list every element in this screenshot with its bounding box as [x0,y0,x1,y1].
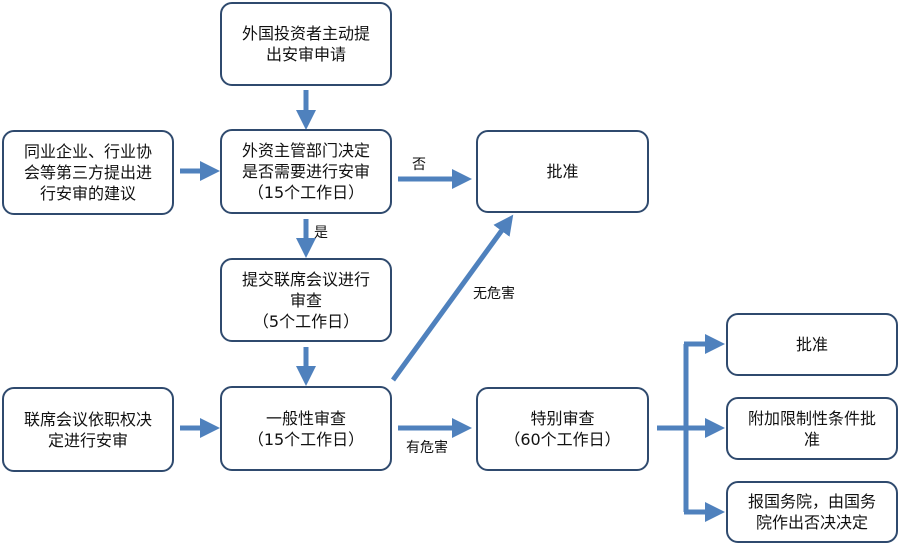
node-third-party-suggest: 同业企业、行业协 会等第三方提出进 行安审的建议 [2,130,174,215]
arrow-general-to-approve [390,214,514,382]
node-approve-right: 批准 [726,313,898,376]
node-report-state-council: 报国务院，由国务 院作出否决决定 [726,481,898,543]
node-submit-joint-review: 提交联席会议进行 审查 （5个工作日） [220,258,392,342]
node-foreign-investor-apply: 外国投资者主动提 出安审申请 [220,2,392,86]
edge-label-has-harm: 有危害 [406,440,448,456]
node-approve-conditions: 附加限制性条件批 准 [726,397,898,460]
node-general-review: 一般性审查 （15个工作日） [220,386,392,471]
edge-label-no: 否 [412,157,426,173]
node-joint-meeting-ex-officio: 联席会议依职权决 定进行安审 [2,387,174,472]
node-authority-decide: 外资主管部门决定 是否需要进行安审 （15个工作日） [220,129,392,214]
edge-label-yes: 是 [314,225,328,241]
node-approve-top: 批准 [476,130,649,213]
edge-label-no-harm: 无危害 [473,286,515,302]
node-special-review: 特别审查 （60个工作日） [476,387,649,471]
